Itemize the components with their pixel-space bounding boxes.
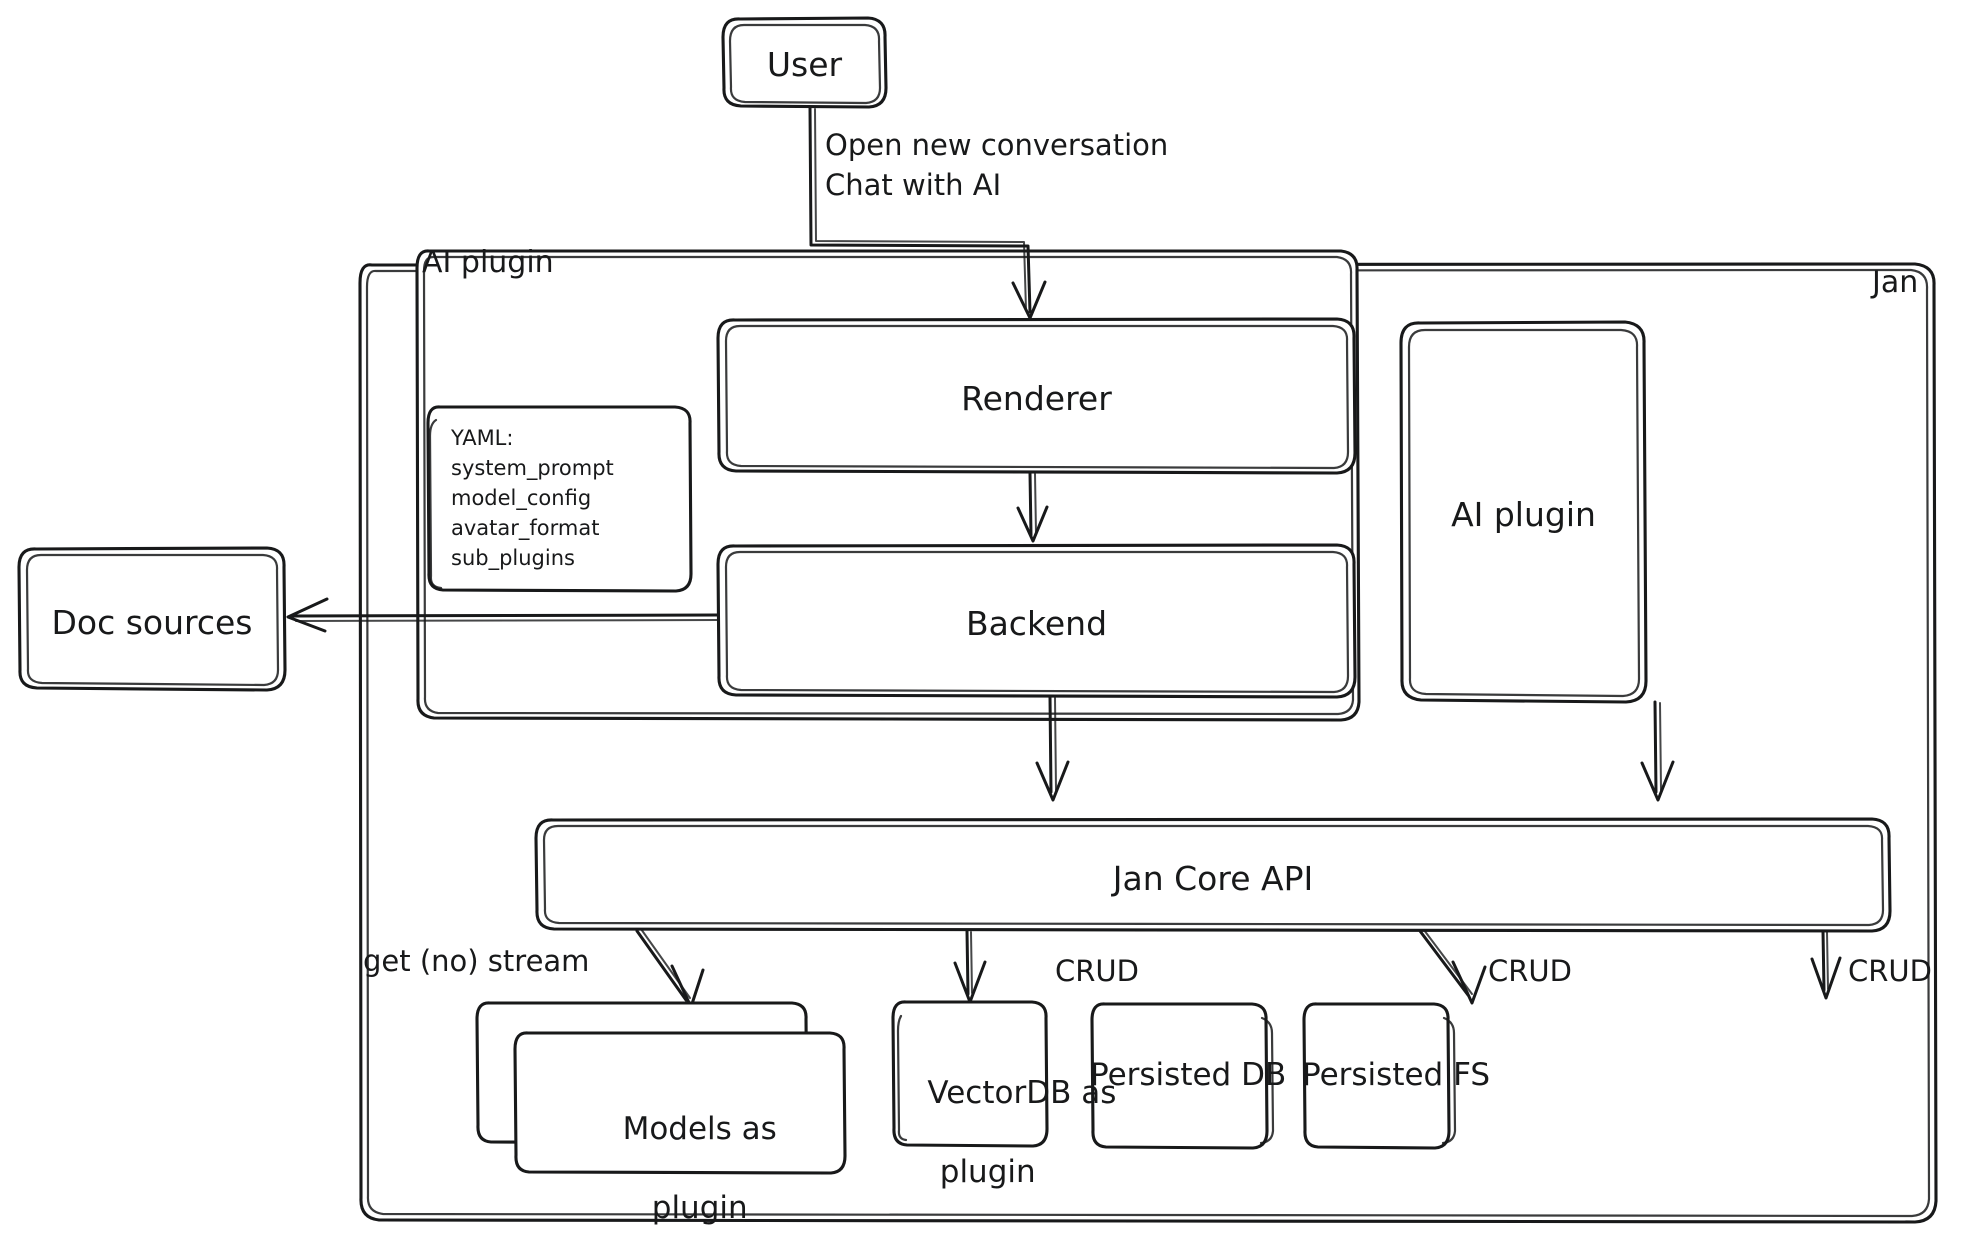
- node-user-shape: [721, 16, 888, 109]
- note-yaml-shape: [426, 405, 693, 593]
- edge-renderer-to-backend: [1016, 471, 1049, 543]
- node-renderer-shape: [716, 317, 1357, 475]
- edge-backend-to-core-api: [1035, 695, 1070, 802]
- node-jan-core-api-shape: [534, 817, 1892, 933]
- node-backend-shape: [716, 543, 1357, 699]
- node-ai-plugin-shape: [1399, 320, 1648, 704]
- node-models-plugin-shape: [475, 1001, 847, 1175]
- edge-ai-plugin-to-core-api: [1640, 700, 1675, 802]
- edge-backend-to-doc-sources: [286, 597, 720, 633]
- node-doc-sources-shape: [17, 546, 287, 692]
- node-vectordb-plugin-shape: [891, 1000, 1049, 1148]
- node-persisted-db-shape: [1090, 1002, 1275, 1150]
- edge-core-api-to-persisted-fs: [1810, 929, 1842, 1000]
- node-persisted-fs-shape: [1302, 1002, 1457, 1150]
- edge-core-api-to-persisted-db: [1418, 929, 1487, 1005]
